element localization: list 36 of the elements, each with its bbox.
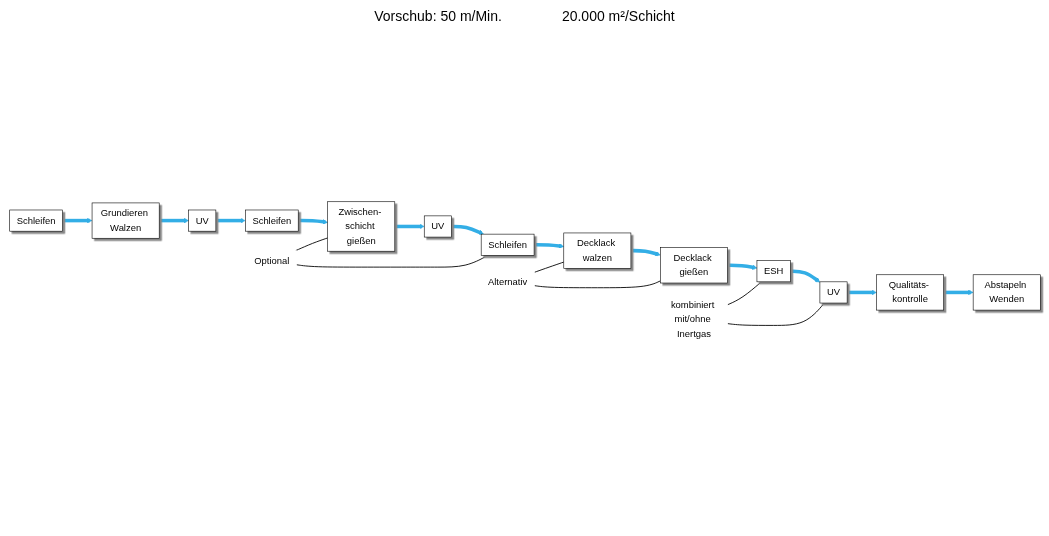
node-box: Schleifen <box>244 209 298 232</box>
connector <box>726 302 825 326</box>
arrow <box>789 269 820 283</box>
arrow <box>158 218 189 224</box>
node-box: Qualitäts- kontrolle <box>875 274 944 311</box>
node-text: Alternativ <box>487 276 527 287</box>
arrow <box>62 218 92 224</box>
arrow <box>394 223 424 230</box>
node-box: UV <box>187 209 216 232</box>
note-text: 20.000 m²/Schicht <box>561 8 675 24</box>
node-box: Decklack walzen <box>563 232 631 269</box>
node-box: Zwischen- schicht gießen <box>326 201 395 252</box>
connector <box>533 280 661 289</box>
node-box: Grundieren Walzen <box>91 202 159 239</box>
arrow <box>846 289 877 296</box>
node-box: Decklack gießen <box>659 247 728 284</box>
connector <box>726 281 762 306</box>
arrow <box>727 263 757 270</box>
arrow <box>943 289 973 296</box>
node-text: kombiniert mit/ohne Inertgas <box>670 300 714 339</box>
note-text: Vorschub: 50 m/Min. <box>374 8 502 24</box>
node-box: UV <box>423 215 452 238</box>
arrow <box>630 248 661 257</box>
connector <box>295 254 488 268</box>
node-box: Schleifen <box>480 233 534 256</box>
node-box: UV <box>819 281 847 304</box>
node-box: ESH <box>756 260 791 283</box>
node-box: Abstapeln Wenden <box>972 274 1041 311</box>
connector <box>294 237 328 252</box>
arrow <box>215 218 246 224</box>
node-text: Optional <box>253 255 289 266</box>
arrow <box>533 242 564 249</box>
arrow <box>297 218 328 225</box>
node-box: Schleifen <box>8 209 63 232</box>
connector <box>533 261 564 273</box>
arrow <box>450 224 484 235</box>
